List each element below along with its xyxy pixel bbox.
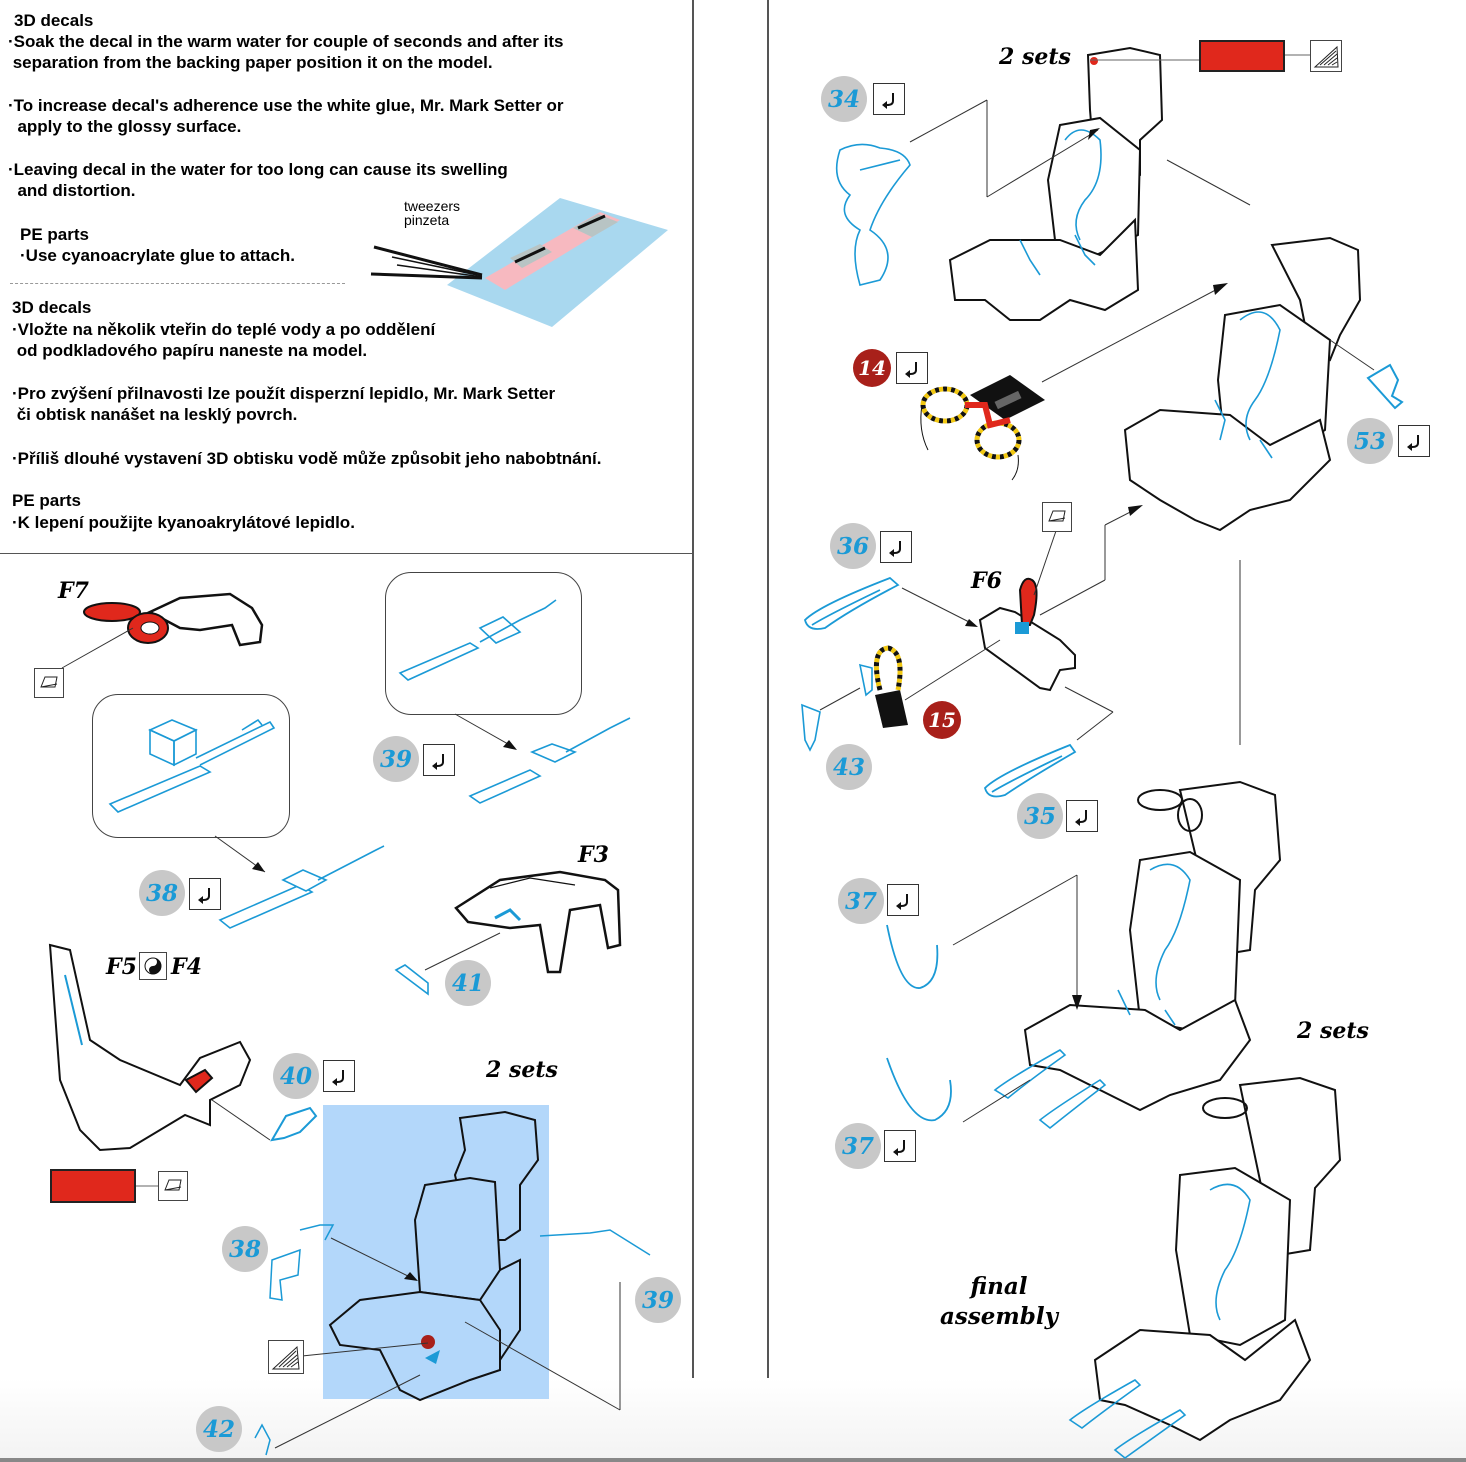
decal-apply-icon xyxy=(1042,502,1072,532)
sets-label-bottom: 2 sets xyxy=(1297,1018,1369,1044)
belt-38-assembled xyxy=(218,845,385,929)
seat-drawing-middle xyxy=(1123,236,1362,532)
seat-top-harness xyxy=(1019,129,1102,276)
red-decal-swatch xyxy=(1199,40,1285,72)
decals-heading-en: 3D decals xyxy=(14,11,94,30)
left-panel-border xyxy=(692,0,694,1458)
step-badge-37: 37 xyxy=(838,878,884,924)
right-panel-border xyxy=(767,0,769,1458)
bend-arrow-icon xyxy=(323,1060,355,1092)
part-36-loop xyxy=(804,576,900,630)
detail-inset-38 xyxy=(92,694,290,838)
photo-etch-icon xyxy=(268,1340,304,1374)
red-decal-swatch xyxy=(50,1169,136,1203)
step-badge-43: 43 xyxy=(826,744,872,790)
decals-step1-cz: ·Vložte na několik vteřin do teplé vody … xyxy=(12,320,436,360)
decal-sheet xyxy=(447,198,668,327)
part-15-drawing xyxy=(873,645,908,728)
bend-arrow-icon xyxy=(873,83,905,115)
step-badge-40: 40 xyxy=(273,1053,319,1099)
final-assembly-label: final assembly xyxy=(940,1273,1058,1330)
step-badge-36: 36 xyxy=(830,523,876,569)
step-badge-42: 42 xyxy=(196,1406,242,1452)
part-f6-drawing xyxy=(978,577,1076,692)
decals-step3-cz: ·Příliš dlouhé vystavení 3D obtisku vodě… xyxy=(12,449,602,468)
part-43-drawing xyxy=(801,663,873,752)
step-badge-34: 34 xyxy=(821,76,867,122)
step-badge-41: 41 xyxy=(445,960,491,1006)
belt-39-assembled xyxy=(468,717,631,804)
step-badge-15: 15 xyxy=(923,701,961,739)
part-label-f6: F6 xyxy=(971,568,1002,594)
part-40-drawing xyxy=(270,1106,318,1142)
page-bottom-edge xyxy=(0,1458,1466,1462)
step-badge-37: 37 xyxy=(835,1123,881,1169)
decals-step3-en: ·Leaving decal in the water for too long… xyxy=(8,160,508,200)
bend-arrow-icon xyxy=(1398,425,1430,457)
decal-apply-icon xyxy=(34,668,64,698)
step-badge-39: 39 xyxy=(635,1277,681,1323)
seat-drawing-top xyxy=(948,46,1164,321)
part-label-f7: F7 xyxy=(58,578,89,604)
step-badge-38: 38 xyxy=(139,870,185,916)
part-label-f3: F3 xyxy=(578,842,609,868)
yin-yang-icon xyxy=(139,952,167,980)
bend-arrow-icon xyxy=(189,878,221,910)
bend-arrow-icon xyxy=(1066,800,1098,832)
pe-heading-en: PE parts xyxy=(20,225,89,244)
photo-etch-icon xyxy=(1310,40,1342,72)
pe-step1-en: ·Use cyanoacrylate glue to attach. xyxy=(20,246,295,265)
part-14-belt xyxy=(920,375,1045,460)
part-f7-drawing xyxy=(61,592,264,669)
seat-lower-harness xyxy=(993,863,1191,1130)
decals-step2-en: ·To increase decal's adherence use the w… xyxy=(8,96,564,136)
decal-item xyxy=(510,244,552,268)
bend-arrow-icon xyxy=(880,531,912,563)
decals-heading-cz: 3D decals xyxy=(12,298,92,317)
step-badge-14: 14 xyxy=(853,349,891,387)
seat-highlight-area xyxy=(323,1105,549,1399)
part-label-f4: F4 xyxy=(171,954,202,980)
part-label-f5: F5 xyxy=(106,954,137,980)
step-badge-39: 39 xyxy=(373,736,419,782)
bend-arrow-icon xyxy=(884,1130,916,1162)
step-badge-38: 38 xyxy=(222,1226,268,1272)
seat-middle-harness xyxy=(1214,311,1281,459)
decal-apply-icon xyxy=(158,1171,188,1201)
decal-strip xyxy=(485,212,620,290)
seat-drawing-lower xyxy=(1023,780,1282,1112)
pe-step1-cz: ·K lepení použijte kyanoakrylátové lepid… xyxy=(12,513,355,532)
sets-label-top: 2 sets xyxy=(999,44,1071,70)
part-34-harness xyxy=(835,143,911,286)
step-badge-53: 53 xyxy=(1347,418,1393,464)
decal-item xyxy=(573,214,618,237)
pe-heading-cz: PE parts xyxy=(12,491,81,510)
decals-step1-en: ·Soak the decal in the warm water for co… xyxy=(8,32,564,72)
bend-arrow-icon xyxy=(887,884,919,916)
step-badge-35: 35 xyxy=(1017,793,1063,839)
part-41-drawing xyxy=(394,964,429,996)
text-section-divider xyxy=(0,553,693,554)
language-separator xyxy=(10,283,345,284)
detail-inset-39 xyxy=(385,572,582,715)
part-35-loop xyxy=(984,743,1077,798)
bend-arrow-icon xyxy=(896,352,928,384)
tweezers-label: tweezers pinzeta xyxy=(404,198,461,228)
bend-arrow-icon xyxy=(423,744,455,776)
part-f3-drawing xyxy=(454,870,622,974)
part-53-drawing xyxy=(1366,363,1404,410)
decals-step2-cz: ·Pro zvýšení přilnavosti lze použít disp… xyxy=(12,384,556,424)
part-37-straps xyxy=(886,924,952,1122)
sets-label-left: 2 sets xyxy=(486,1057,558,1083)
